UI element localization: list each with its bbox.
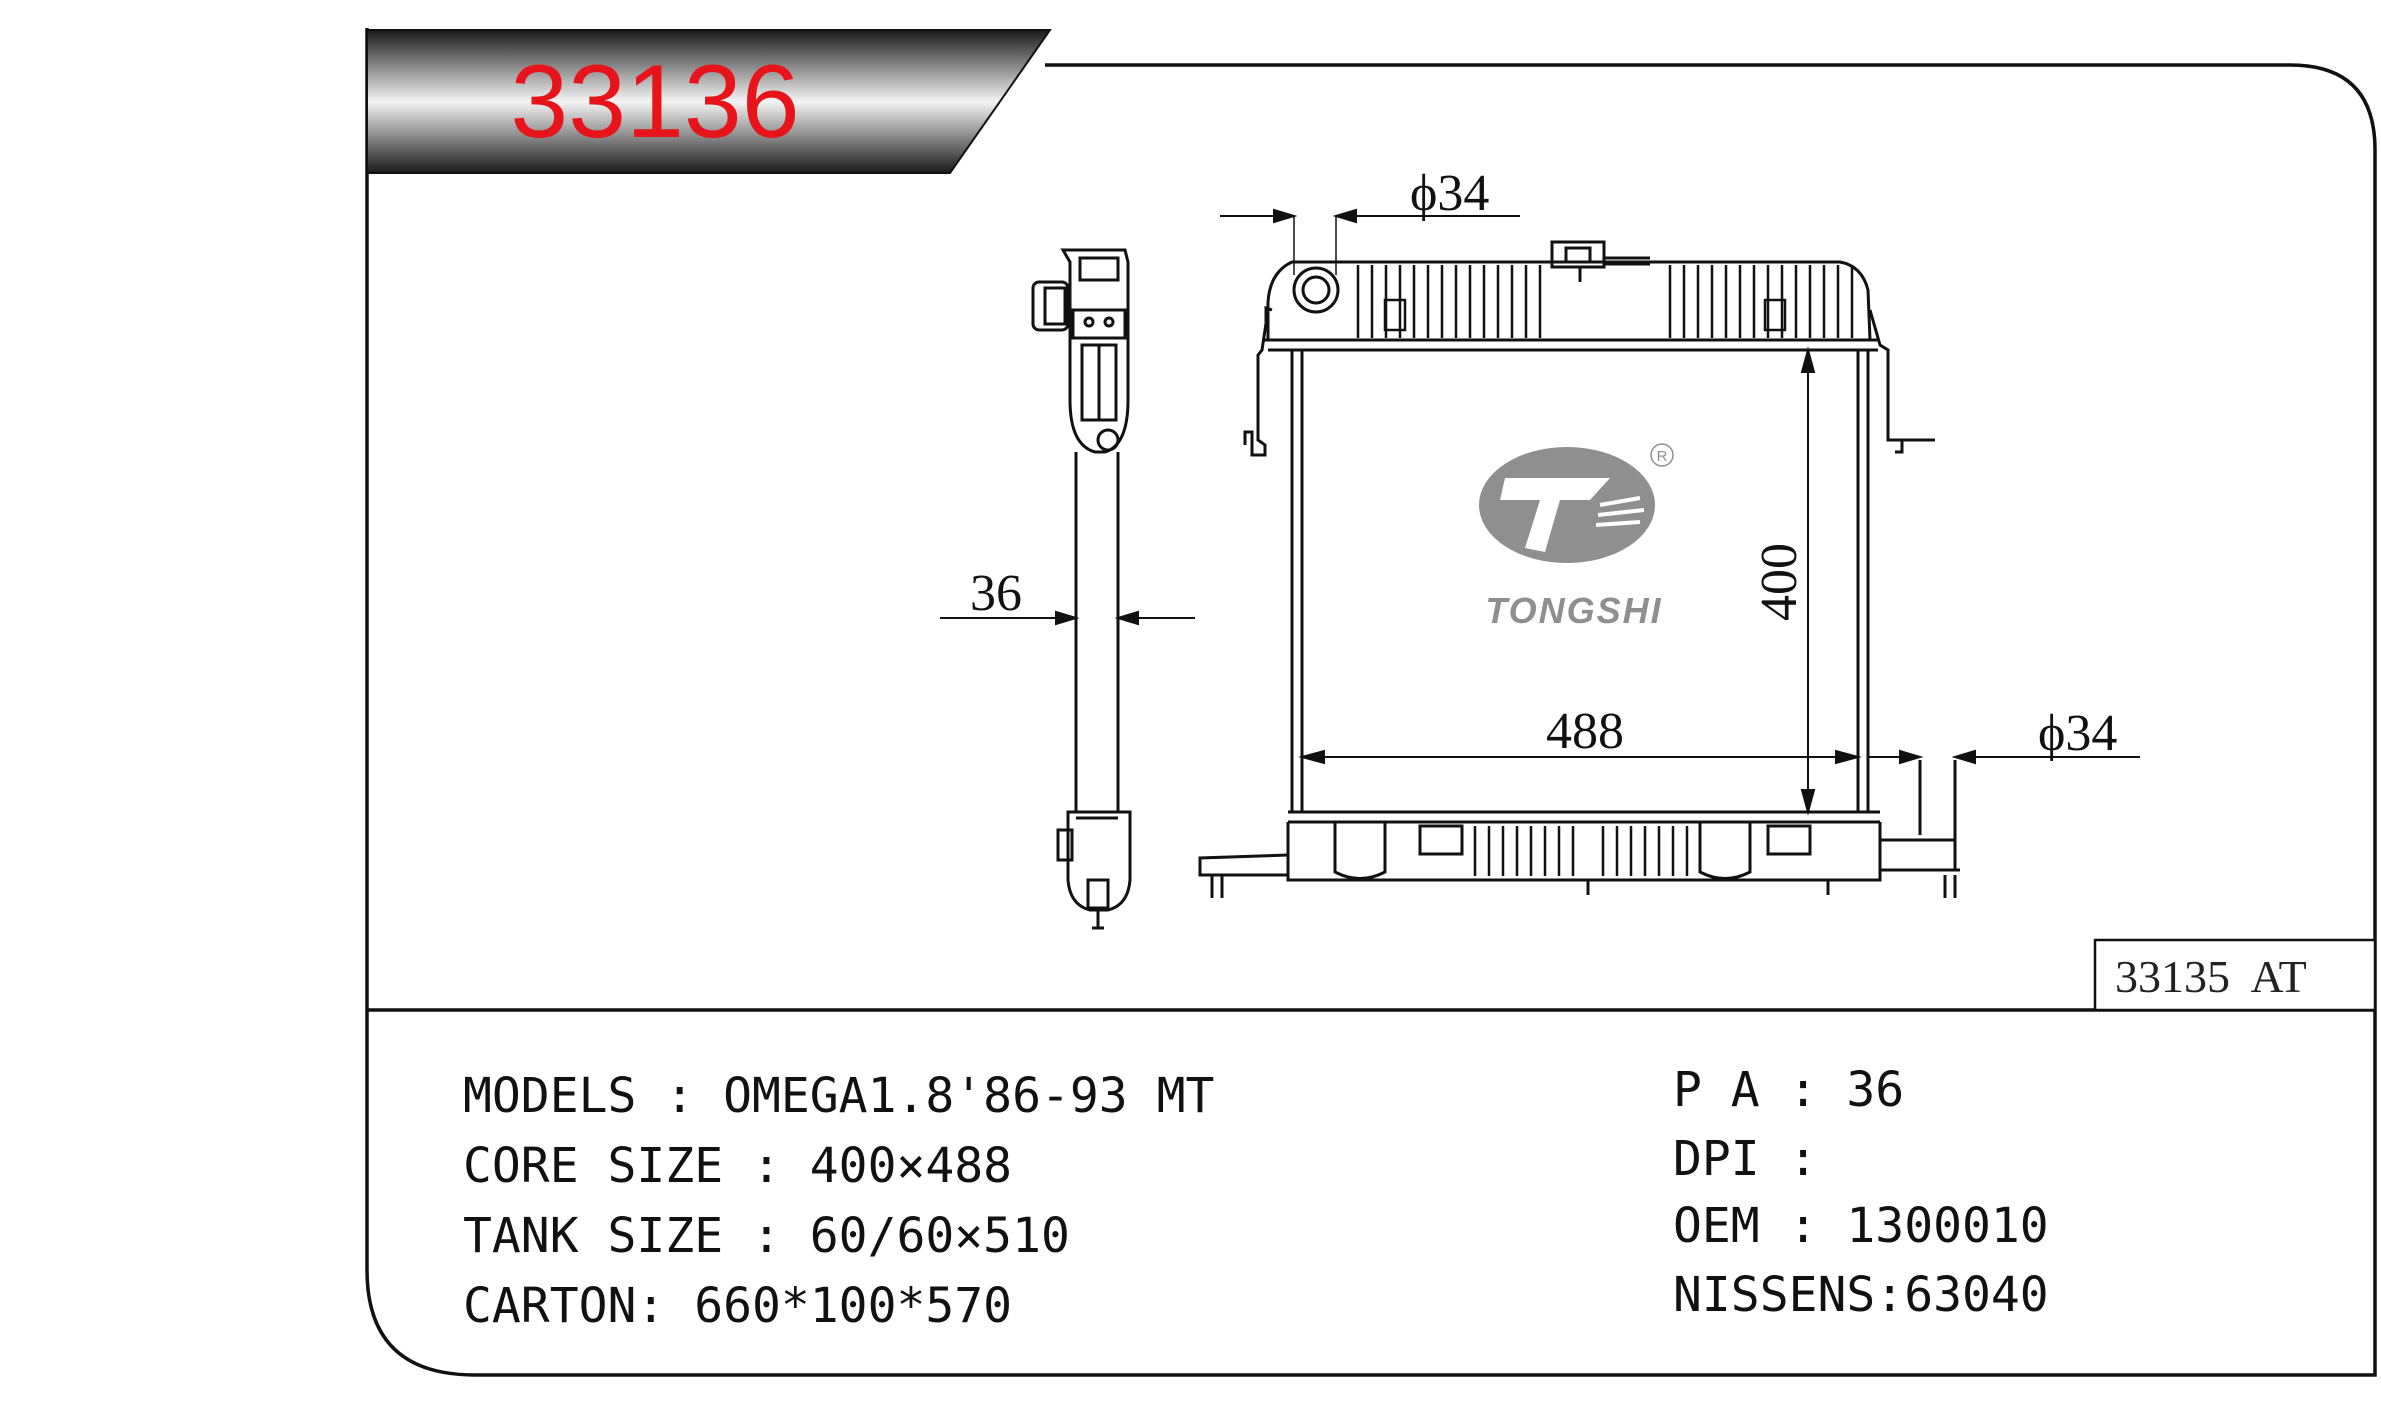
top-tank-ribs bbox=[1356, 265, 1854, 338]
outlet-diameter-value: ϕ34 bbox=[2038, 705, 2117, 762]
variant-label: 33135 AT bbox=[2115, 951, 2307, 1002]
spec-carton: CARTON: 660*100*570 bbox=[463, 1278, 1012, 1334]
spec-dpi: DPI : bbox=[1673, 1131, 1818, 1187]
thickness-value: 36 bbox=[970, 565, 1022, 622]
part-number: 33136 bbox=[510, 44, 799, 160]
radiator-side-view bbox=[1031, 248, 1132, 930]
spec-oem: OEM : 1300010 bbox=[1673, 1198, 2049, 1254]
tongshi-logo: R TONGSHI bbox=[1479, 443, 1674, 631]
core-height-dimension: 400 bbox=[1751, 346, 1816, 816]
registered-mark-circle bbox=[1650, 443, 1674, 467]
inlet-diameter-value: ϕ34 bbox=[1410, 165, 1489, 222]
core-width-value: 488 bbox=[1546, 703, 1624, 760]
registered-mark: R bbox=[1657, 448, 1668, 465]
bottom-tank-ribs bbox=[1473, 826, 1689, 876]
spec-tank-size: TANK SIZE : 60/60×510 bbox=[463, 1208, 1070, 1264]
core-width-dimension: 488 bbox=[1298, 703, 1862, 765]
specs-right: P A : 36 DPI : OEM : 1300010 NISSENS:630… bbox=[1673, 1062, 2049, 1323]
spec-core-size: CORE SIZE : 400×488 bbox=[463, 1138, 1012, 1194]
thickness-dimension: 36 bbox=[940, 565, 1195, 626]
variant-box: 33135 AT bbox=[2093, 938, 2377, 1012]
brand-name: TONGSHI bbox=[1485, 590, 1662, 631]
outlet-diameter-dimension: ϕ34 bbox=[1868, 705, 2140, 765]
spec-models: MODELS : OMEGA1.8'86-93 MT bbox=[463, 1068, 1214, 1124]
sheet-frame bbox=[365, 28, 2377, 1377]
inlet-diameter-dimension: ϕ34 bbox=[1220, 165, 1520, 275]
part-number-banner: 33136 bbox=[366, 29, 1052, 174]
radiator-front-view bbox=[1198, 240, 1960, 898]
core-height-value: 400 bbox=[1751, 543, 1808, 621]
spec-pa: P A : 36 bbox=[1673, 1062, 1904, 1118]
spec-nissens: NISSENS:63040 bbox=[1673, 1267, 2049, 1323]
specs-left: MODELS : OMEGA1.8'86-93 MT CORE SIZE : 4… bbox=[463, 1068, 1214, 1334]
